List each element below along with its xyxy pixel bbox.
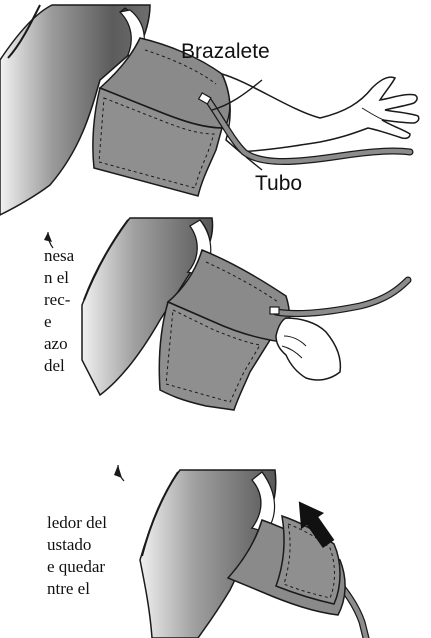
text-line: ledor del [47,512,107,534]
hand-2 [276,318,340,380]
panel-3-adjust-cuff [114,465,366,638]
tube-label: Tubo [255,172,302,196]
text-line: del [44,355,65,377]
text-line: ntre el [47,578,90,600]
text-line: nesa [44,245,74,267]
text-line: e quedar [47,556,105,578]
cuff-label: Brazalete [181,40,270,64]
panel-2-wrap-cuff [44,218,408,410]
panel-1-cuff-and-tube [0,5,419,215]
text-line: n el [44,267,69,289]
text-line: ustado [47,534,91,556]
forearm-1 [222,74,419,152]
text-line: azo [44,333,68,355]
text-line: rec- [44,289,70,311]
text-line: e [44,311,52,333]
